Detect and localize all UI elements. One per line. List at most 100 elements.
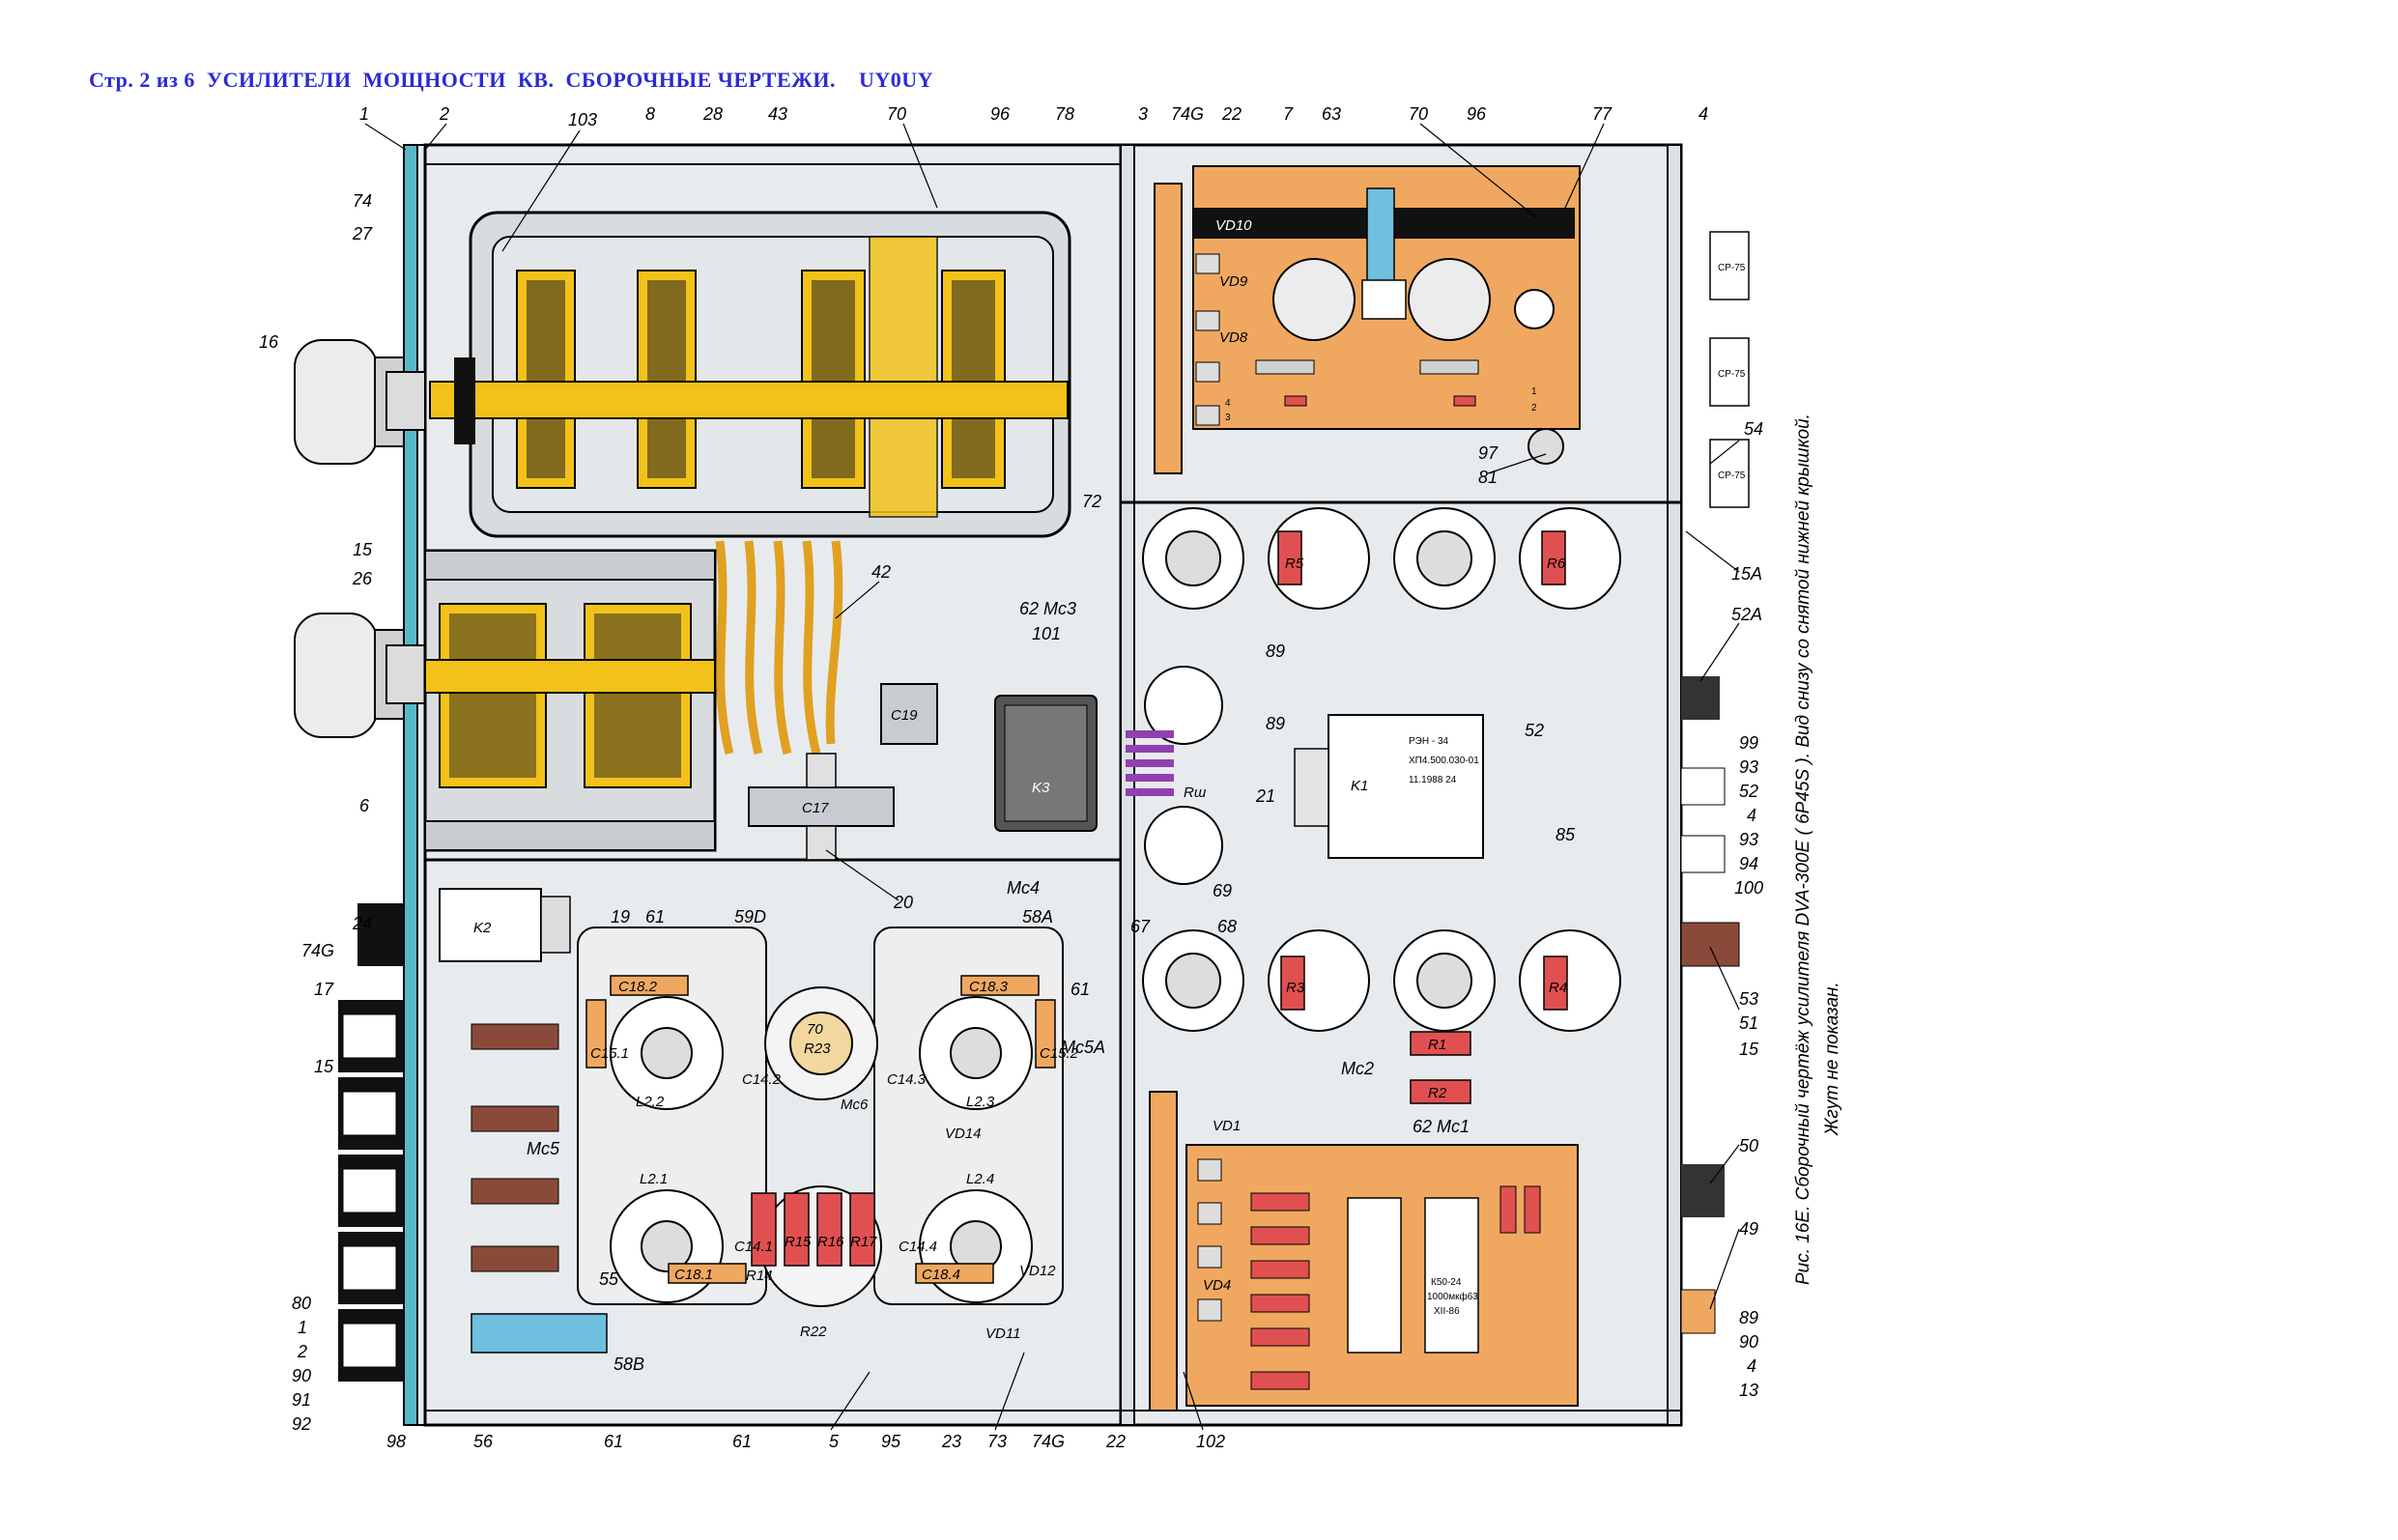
vd14-label: VD14 — [945, 1126, 982, 1142]
leader-lines — [364, 123, 1740, 1431]
callout-91: 91 — [292, 1390, 311, 1410]
callout-63: 63 — [1322, 104, 1341, 124]
c18-1-label: C18.1 — [674, 1267, 713, 1283]
callout-4-bottom: 4 — [1747, 1356, 1756, 1376]
callout-96a: 96 — [990, 104, 1011, 124]
callout-4-right: 4 — [1747, 806, 1756, 825]
c17-label: C17 — [802, 800, 829, 816]
tank-coil — [715, 540, 843, 756]
variable-capacitor-second — [423, 549, 717, 852]
c18-2-label: C18.2 — [618, 979, 658, 995]
callout-59D: 59D — [734, 907, 766, 927]
relay-k3: K3 — [994, 695, 1098, 832]
c19-label: C19 — [891, 707, 918, 724]
right-connectors: СР-75 СР-75 СР-75 — [1680, 231, 1750, 1334]
callout-89-c: 89 — [1739, 1308, 1758, 1327]
callout-49: 49 — [1739, 1219, 1758, 1239]
left-connectors — [338, 903, 559, 1382]
callout-52-b: 52 — [1739, 782, 1758, 801]
resistor-r1: R1 — [1410, 1031, 1471, 1056]
pin-2-label: 2 — [1531, 403, 1537, 414]
relay-date: 11.1988 24 — [1409, 775, 1457, 785]
r16-label: R16 — [817, 1234, 844, 1250]
callout-51: 51 — [1739, 1013, 1758, 1033]
callout-92: 92 — [292, 1414, 311, 1434]
r5-label: R5 — [1285, 556, 1304, 572]
callout-74: 74 — [353, 191, 372, 211]
callout-20: 20 — [893, 893, 913, 912]
r1-label: R1 — [1428, 1037, 1446, 1053]
callout-21: 21 — [1255, 786, 1275, 806]
callout-58B: 58B — [614, 1355, 644, 1374]
callout-Mc5A: Mc5A — [1061, 1038, 1105, 1057]
callout-96b: 96 — [1467, 104, 1487, 124]
k2-label: K2 — [473, 920, 492, 936]
capacitor-section-4 — [941, 270, 1006, 489]
callout-2-left: 2 — [297, 1342, 307, 1361]
tube-socket-right-3 — [1393, 507, 1496, 610]
callout-73: 73 — [987, 1432, 1007, 1451]
tube-section-left: 70 R23 R14 R15 R16 R17 R22 C18.2 C18.3 C… — [471, 927, 1079, 1354]
callout-93-b: 93 — [1739, 830, 1758, 849]
cp75-2-label: СР-75 — [1718, 369, 1746, 380]
callout-19: 19 — [611, 907, 630, 927]
callout-7: 7 — [1283, 104, 1294, 124]
rf-choke: Rш — [1126, 666, 1223, 885]
r23-label: R23 — [804, 1041, 831, 1057]
callout-4-top: 4 — [1699, 104, 1708, 124]
r17-label: R17 — [850, 1234, 877, 1250]
callout-5: 5 — [829, 1432, 840, 1451]
tuning-knob-lower[interactable] — [294, 613, 426, 738]
callout-90-right: 90 — [1739, 1332, 1758, 1352]
callout-100: 100 — [1734, 878, 1763, 898]
relay-code: ХП4.500.030-01 — [1409, 756, 1479, 766]
callout-24: 24 — [352, 914, 372, 933]
callout-1: 1 — [359, 104, 369, 124]
callout-28: 28 — [702, 104, 723, 124]
tube-socket-right-1 — [1142, 507, 1244, 610]
capacitor-section-3 — [801, 270, 866, 489]
caption-line-1: Рис. 16E. Сборочный чертёж усилителя DVA… — [1793, 414, 1813, 1285]
callout-15-right: 15 — [1739, 1040, 1759, 1059]
callout-15A: 15A — [1731, 564, 1762, 584]
r3-label: R3 — [1286, 980, 1305, 996]
rsh-label: Rш — [1184, 784, 1207, 801]
callout-Mc2: Mc2 — [1341, 1059, 1374, 1078]
callout-62Mc1: 62 Mc1 — [1413, 1117, 1470, 1136]
callout-80: 80 — [292, 1294, 311, 1313]
callout-102: 102 — [1196, 1432, 1225, 1451]
pin-3-label: 3 — [1225, 413, 1231, 423]
figure-caption: Рис. 16E. Сборочный чертёж усилителя DVA… — [1793, 414, 1842, 1285]
callout-23: 23 — [941, 1432, 961, 1451]
callout-Mc4: Mc4 — [1007, 878, 1040, 898]
c14-2-label: C14.2 — [742, 1071, 782, 1088]
diode-board-top: VD10 VD9 VD8 4 3 1 2 — [1154, 165, 1581, 474]
diode-board-bottom: VD1 VD4 К50-24 1000мкф63 ХII-86 — [1149, 1091, 1579, 1412]
tube-socket-right-6: R3 — [1268, 929, 1370, 1032]
c18-4-label: C18.4 — [922, 1267, 960, 1283]
c14-4-label: C14.4 — [899, 1239, 937, 1255]
cp75-1-label: СР-75 — [1718, 263, 1746, 273]
c14-3-label: C14.3 — [887, 1071, 927, 1088]
callout-81: 81 — [1478, 468, 1498, 487]
capacitor-section-1 — [516, 270, 576, 489]
mc6-label: Mc6 — [841, 1097, 869, 1113]
k3-label: K3 — [1032, 780, 1050, 796]
callout-98: 98 — [386, 1432, 406, 1451]
callout-16: 16 — [259, 332, 279, 352]
c15-2-label: C15.2 — [1040, 1045, 1079, 1062]
r6-label: R6 — [1547, 556, 1566, 572]
callout-54: 54 — [1744, 419, 1763, 439]
vd12-label: VD12 — [1019, 1263, 1056, 1279]
pin-4-label: 4 — [1225, 398, 1231, 409]
callout-74G-left: 74G — [301, 941, 334, 960]
tuning-knob-upper[interactable] — [294, 339, 426, 465]
pin-1-label: 1 — [1531, 386, 1537, 397]
callout-74G-top: 74G — [1171, 104, 1204, 124]
callout-50: 50 — [1739, 1136, 1758, 1155]
callout-93-a: 93 — [1739, 757, 1758, 777]
callout-69: 69 — [1213, 881, 1232, 900]
cap-date-label: ХII-86 — [1434, 1306, 1460, 1317]
callout-53: 53 — [1739, 989, 1758, 1009]
